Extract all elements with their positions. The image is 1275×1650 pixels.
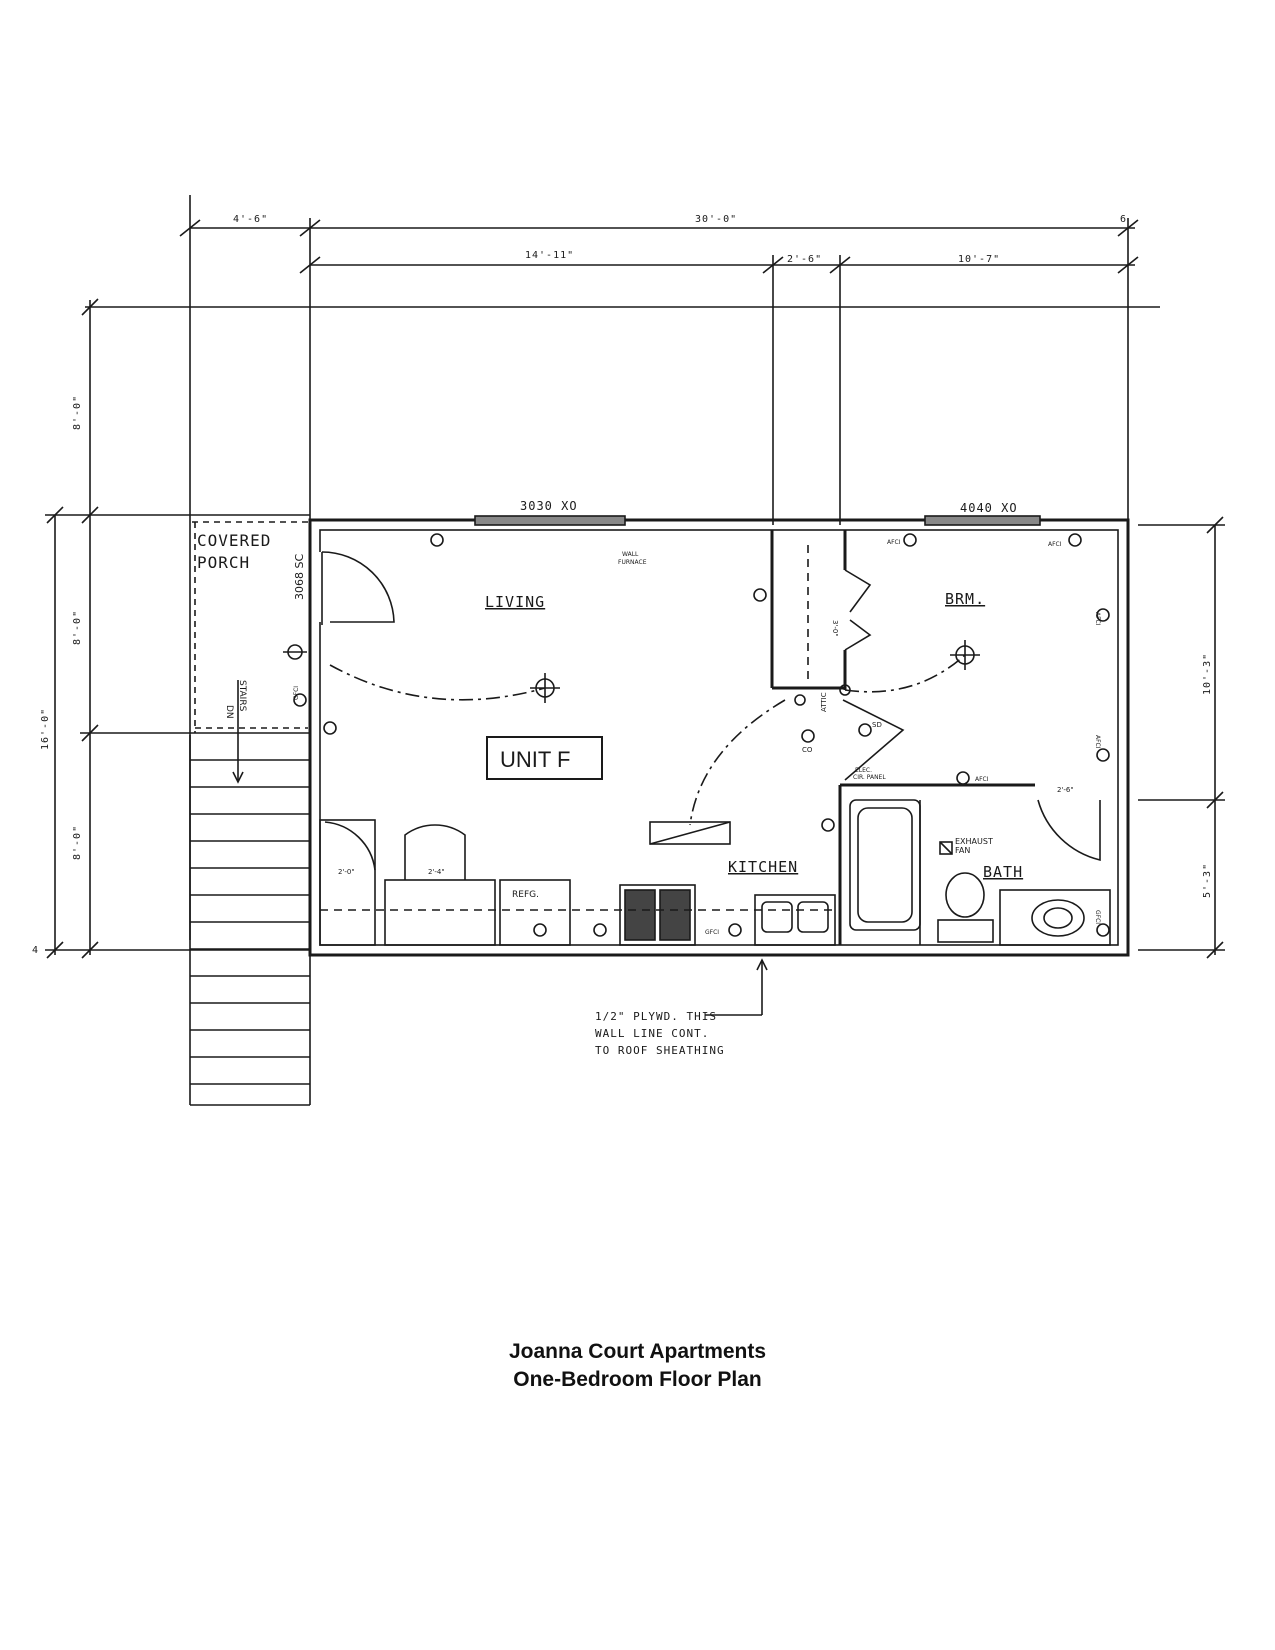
wall-furnace-label2: FURNACE — [618, 559, 647, 566]
pantry-width-2: 2'-4" — [428, 868, 445, 876]
kitchen-label: KITCHEN — [728, 858, 798, 876]
plan-title: Joanna Court Apartments — [508, 1340, 767, 1363]
top-dimension-lines — [85, 195, 1160, 940]
porch-label-line1: COVERED — [197, 531, 271, 550]
light-fixtures — [283, 640, 980, 743]
dim-top-total: 30'-0" — [695, 214, 737, 225]
afci-label-4: AFCI — [1094, 612, 1101, 626]
construction-note: 1/2" PLYWD. THIS WALL LINE CONT. TO ROOF… — [595, 1010, 725, 1057]
gfci-label-1: GFCI — [293, 686, 300, 700]
stairs-label: STAIRS — [237, 680, 247, 712]
unit-label: UNIT F — [500, 747, 570, 772]
note-leader — [705, 958, 768, 1016]
note-line1: 1/2" PLYWD. THIS — [595, 1010, 717, 1023]
afci-label-3: AFCI — [975, 776, 989, 783]
dim-top-living: 14'-11" — [525, 250, 574, 261]
dim-left-mid: 8'-0" — [72, 610, 83, 645]
unit-label-box — [486, 736, 603, 780]
stairs — [189, 680, 311, 1106]
dim-left-upper: 8'-0" — [72, 395, 83, 430]
dim-top-porch: 4'-6" — [233, 214, 268, 225]
annotation-text: 3068 SC DN STAIRS WALL FURNACE REFG. 3'-… — [224, 539, 1101, 936]
dimension-text: 4'-6" 30'-0" 14'-11" 2'-6" 10'-7" 6 8'-0… — [32, 214, 1213, 956]
exhaust-fan-label2: FAN — [955, 846, 970, 855]
gfci-label-2: GFCI — [705, 929, 719, 936]
kitchen-counters — [319, 819, 836, 946]
closet-depth-label: 3'-0" — [831, 620, 839, 637]
living-window — [474, 515, 626, 526]
wall-furnace-label1: WALL — [622, 551, 639, 558]
living-label: LIVING — [485, 593, 545, 611]
right-dimension-lines — [1138, 516, 1225, 959]
co-label: CO — [802, 746, 813, 754]
dim-top-bedroom: 10'-7" — [958, 254, 1000, 265]
entry-door — [318, 551, 395, 625]
dim-top-right-mark: 6 — [1120, 214, 1127, 225]
covered-porch — [192, 521, 308, 733]
outlets — [293, 533, 1110, 937]
afci-label-2: AFCI — [1048, 541, 1062, 548]
bath-label: BATH — [983, 863, 1023, 881]
door-swings — [329, 654, 966, 826]
attic-label: ATTIC — [820, 692, 828, 712]
dim-right-bath: 5'-3" — [1202, 863, 1213, 898]
sd-label: SD — [872, 721, 882, 729]
window-text: 3030 XO 4040 XO — [520, 499, 1018, 515]
pantry-width-1: 2'-0" — [338, 868, 355, 876]
stairs-dn-label: DN — [224, 705, 234, 719]
gfci-label-3: GFCI — [1094, 910, 1101, 924]
window-bedroom-label: 4040 XO — [960, 501, 1018, 515]
bedroom-label: BRM. — [945, 590, 985, 608]
porch-label-line2: PORCH — [197, 553, 250, 572]
note-line3: TO ROOF SHEATHING — [595, 1044, 725, 1057]
utility-closet-door — [842, 699, 905, 781]
door-label: 3068 SC — [293, 554, 306, 600]
afci-label-5: AFCI — [1094, 735, 1101, 749]
elec-panel-label2: CIR. PANEL — [853, 774, 886, 781]
window-living-label: 3030 XO — [520, 499, 578, 513]
dim-top-closet: 2'-6" — [787, 254, 822, 265]
left-dimension-lines — [45, 298, 310, 959]
dim-left-lower: 8'-0" — [72, 825, 83, 860]
bedroom-window — [924, 515, 1041, 526]
elec-panel-label1: ELEC. — [855, 767, 872, 774]
note-line2: WALL LINE CONT. — [595, 1027, 709, 1040]
bath-door-width: 2'-6" — [1057, 786, 1074, 794]
exhaust-fan-label1: EXHAUST — [955, 837, 993, 846]
room-text: COVERED PORCH LIVING BRM. UNIT F KITCHEN… — [197, 531, 1023, 881]
dim-left-total: 16'-0" — [40, 708, 51, 750]
afci-label-1: AFCI — [887, 539, 901, 546]
dim-left-bottom-mark: 4 — [32, 945, 39, 956]
bath-walls — [838, 783, 1111, 946]
dim-right-bedroom: 10'-3" — [1202, 653, 1213, 695]
bedroom-closet — [770, 530, 872, 690]
exhaust-fan-symbol — [939, 841, 953, 855]
plan-subtitle: One-Bedroom Floor Plan — [513, 1368, 762, 1391]
refrigerator-label: REFG. — [512, 890, 539, 900]
